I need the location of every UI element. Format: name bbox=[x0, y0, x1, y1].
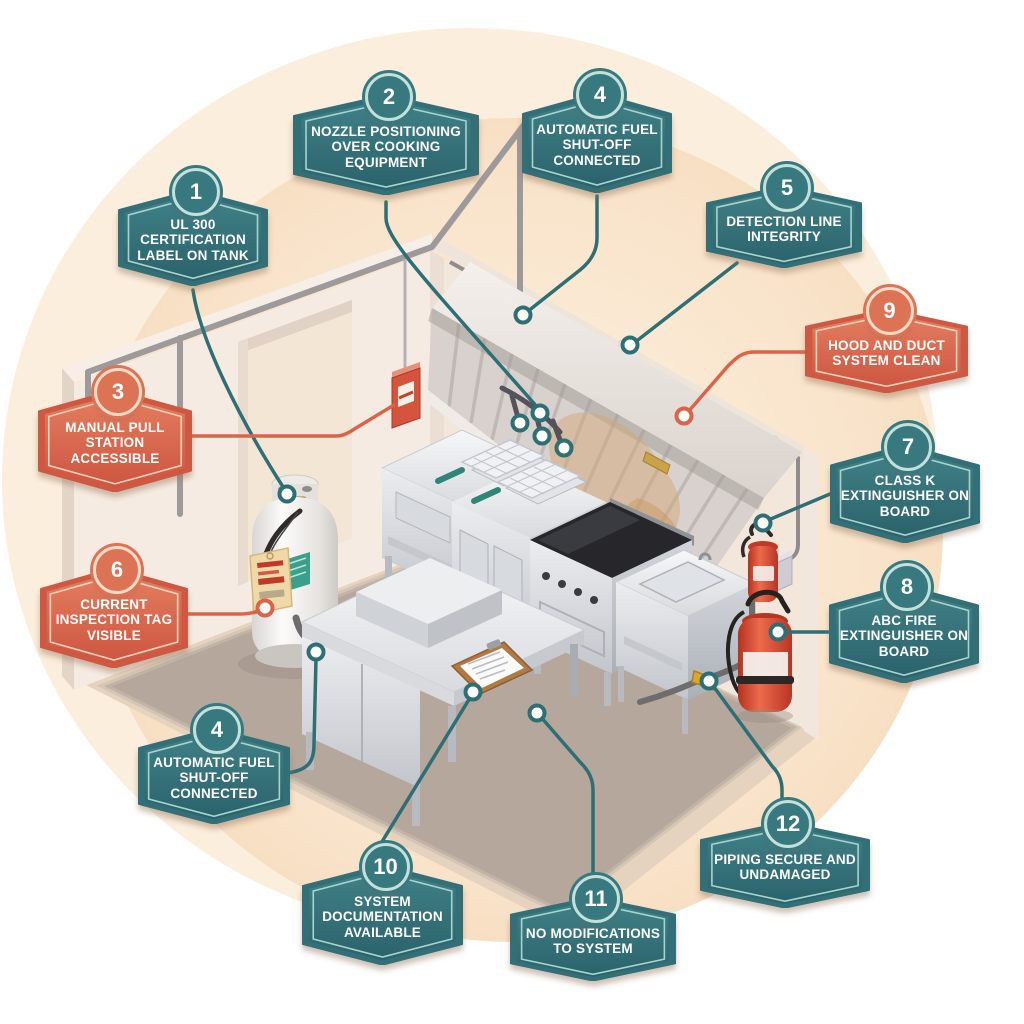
sink-basin bbox=[638, 561, 726, 603]
connector-detection bbox=[632, 261, 739, 345]
endpoint-nozzle-1 bbox=[510, 413, 530, 433]
connector-fuel-shutoff-bottom bbox=[285, 656, 318, 775]
connector-hood-clean bbox=[686, 350, 809, 414]
connector-pull-station bbox=[187, 403, 396, 438]
callout-badge-8: 8 ABC FIRE EXTINGUISHER ON BOARD bbox=[829, 563, 979, 683]
badge-label: AUTOMATIC FUEL SHUT-OFF CONNECTED bbox=[153, 755, 275, 801]
callout-badge-4-bottom: 4 AUTOMATIC FUEL SHUT-OFF CONNECTED bbox=[138, 706, 290, 824]
connector-no-mods bbox=[538, 714, 595, 880]
table-drawer bbox=[395, 491, 451, 544]
badge-label: NO MODIFICATIONS TO SYSTEM bbox=[525, 925, 661, 956]
endpoint-nozzle-3 bbox=[532, 426, 552, 446]
badge-label: AUTOMATIC FUEL SHUT-OFF CONNECTED bbox=[536, 122, 658, 168]
badge-number: 1 bbox=[172, 168, 220, 216]
endpoint-prep-table bbox=[527, 703, 547, 723]
endpoint-detection-clamp bbox=[620, 335, 640, 355]
callout-badge-4-top: 4 AUTOMATIC FUEL SHUT-OFF CONNECTED bbox=[522, 71, 672, 193]
badge-label: CLASS K EXTINGUISHER ON BOARD bbox=[840, 473, 970, 519]
badge-label: MANUAL PULL STATION ACCESSIBLE bbox=[65, 420, 165, 466]
connector-documentation bbox=[378, 691, 475, 847]
fryer-baskets bbox=[435, 439, 582, 504]
badge-number: 12 bbox=[764, 800, 812, 848]
callout-badge-5: 5 DETECTION LINE INTEGRITY bbox=[706, 164, 862, 268]
badge-number: 11 bbox=[572, 875, 620, 923]
badge-number: 6 bbox=[93, 546, 141, 594]
callout-badge-9: 9 HOOD AND DUCT SYSTEM CLEAN bbox=[805, 287, 968, 393]
badge-label: UL 300 CERTIFICATION LABEL ON TANK bbox=[137, 217, 249, 263]
connector-nozzles bbox=[384, 200, 540, 410]
callout-badge-3: 3 MANUAL PULL STATION ACCESSIBLE bbox=[38, 368, 192, 492]
badge-number: 10 bbox=[361, 843, 410, 891]
badge-label: HOOD AND DUCT SYSTEM CLEAN bbox=[828, 337, 945, 368]
badge-label: DETECTION LINE INTEGRITY bbox=[726, 213, 842, 244]
class-k-extinguisher bbox=[740, 522, 778, 602]
endpoint-abc bbox=[768, 622, 788, 642]
badge-number: 9 bbox=[865, 287, 914, 335]
callout-badge-10: 10 SYSTEM DOCUMENTATION AVAILABLE bbox=[302, 843, 463, 965]
callout-badge-7: 7 CLASS K EXTINGUISHER ON BOARD bbox=[830, 423, 980, 543]
connector-tag bbox=[185, 607, 265, 616]
callout-badge-1: 1 UL 300 CERTIFICATION LABEL ON TANK bbox=[118, 168, 268, 286]
connector-fuel-shutoff-top bbox=[525, 194, 599, 314]
inspection-tag bbox=[249, 547, 293, 615]
endpoint-hood-stain bbox=[674, 406, 694, 426]
badge-hexagon bbox=[118, 190, 268, 286]
callout-badge-6: 6 CURRENT INSPECTION TAG VISIBLE bbox=[40, 546, 188, 668]
badge-number: 4 bbox=[193, 706, 241, 754]
badge-number: 3 bbox=[94, 368, 142, 416]
callout-badge-11: 11 NO MODIFICATIONS TO SYSTEM bbox=[510, 875, 676, 981]
prep-table bbox=[300, 558, 586, 826]
table-riser-shelf bbox=[356, 558, 502, 648]
endpoint-nozzle-2 bbox=[530, 403, 550, 423]
badge-label: CURRENT INSPECTION TAG VISIBLE bbox=[55, 597, 173, 643]
endpoint-brass-fitting bbox=[699, 671, 719, 691]
badge-number: 2 bbox=[365, 73, 413, 121]
endpoint-shutoff-valve bbox=[306, 642, 326, 662]
badge-number: 8 bbox=[883, 563, 931, 611]
connector-class-k bbox=[764, 492, 832, 523]
badge-number: 7 bbox=[884, 423, 932, 471]
callout-badge-12: 12 PIPING SECURE AND UNDAMAGED bbox=[700, 800, 870, 908]
callout-badge-2: 2 NOZZLE POSITIONING OVER COOKING EQUIPM… bbox=[293, 73, 479, 195]
endpoint-hood-top bbox=[513, 305, 533, 325]
connector-ul300 bbox=[191, 288, 287, 492]
propane-tank bbox=[238, 474, 354, 679]
connector-piping bbox=[709, 681, 784, 814]
badge-label: NOZZLE POSITIONING OVER COOKING EQUIPMEN… bbox=[311, 124, 461, 170]
abc-extinguisher bbox=[726, 589, 794, 723]
endpoint-clipboard bbox=[463, 682, 483, 702]
endpoint-nozzle-4 bbox=[554, 438, 574, 458]
endpoint-inspection-tag bbox=[255, 598, 275, 618]
badge-label: PIPING SECURE AND UNDAMAGED bbox=[714, 851, 856, 882]
endpoint-tank-top bbox=[277, 484, 297, 504]
hood-rating-label bbox=[642, 451, 671, 475]
badge-label: ABC FIRE EXTINGUISHER ON BOARD bbox=[839, 613, 969, 659]
badge-number: 5 bbox=[763, 164, 811, 212]
manual-pull-station bbox=[391, 259, 421, 429]
badge-number: 4 bbox=[576, 71, 624, 119]
endpoint-class-k bbox=[753, 513, 773, 533]
badge-label: SYSTEM DOCUMENTATION AVAILABLE bbox=[322, 894, 443, 940]
